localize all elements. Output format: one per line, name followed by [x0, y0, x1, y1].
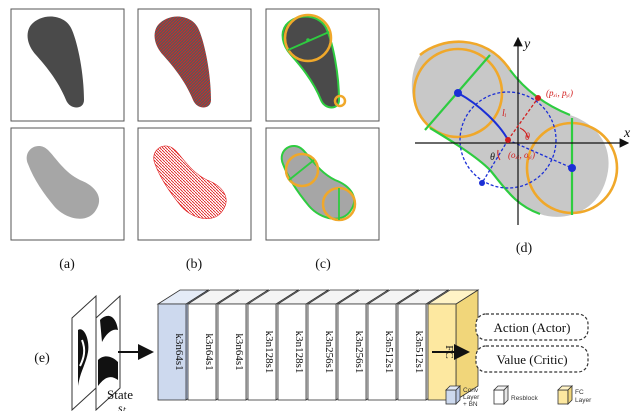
annotation-origin: (oₓᵢ, oᵧᵢ) [508, 150, 535, 160]
axis-x-label: x [623, 126, 631, 141]
block-8-label: k3n512s1 [413, 331, 425, 374]
kidney-shape-light [26, 145, 100, 219]
legend-fc: FC Layer [557, 385, 592, 405]
legend-conv: Conv Layer + BN [445, 385, 480, 408]
label-a: (a) [59, 257, 75, 272]
block-0-label: k3n64s1 [173, 333, 185, 370]
panel-a-top [10, 8, 125, 122]
legend-fc-line1: FC [575, 389, 584, 396]
block-7-label: k3n512s1 [383, 331, 395, 374]
label-e: (e) [34, 351, 50, 366]
output-critic-label: Value (Critic) [496, 352, 567, 367]
legend-conv-line1: Conv [463, 387, 479, 394]
output-actor-box: Action (Actor) [475, 313, 589, 341]
legend-resblock-label: Resblock [511, 395, 538, 402]
legend-resblock: Resblock [493, 385, 538, 405]
block-fc: FC [426, 289, 480, 401]
block-4-label: k3n128s1 [293, 331, 305, 374]
block-2-label: k3n64s1 [233, 333, 245, 370]
block-3-label: k3n128s1 [263, 331, 275, 374]
panel-b-bottom [137, 127, 252, 241]
legend-conv-line2: Layer [463, 394, 480, 401]
label-b: (b) [186, 257, 203, 272]
axis-y-label: y [522, 37, 531, 52]
block-5-label: k3n256s1 [323, 331, 335, 374]
output-critic-box: Value (Critic) [475, 345, 589, 373]
state-input-images [71, 294, 121, 411]
state-label: State [107, 387, 133, 402]
kidney-shape-hatched [153, 145, 227, 219]
annotation-p: (pₓᵢ, pᵧᵢ) [546, 88, 573, 98]
panel-b-top [137, 8, 252, 122]
label-c: (c) [315, 257, 331, 272]
state-symbol: sₜ [118, 401, 127, 411]
legend: Conv Layer + BN Resblock FC Layer [445, 385, 592, 408]
teardrop-shape-dark [27, 16, 84, 108]
network-blocks: k3n64s1 k3n64s1 k3n64s1 k3n128s1 k3n128s1 k3n… [156, 289, 480, 401]
panel-c-bottom [265, 127, 380, 241]
teardrop-shape-hatched [154, 16, 211, 108]
block-1-label: k3n64s1 [203, 333, 215, 370]
legend-conv-line3: + BN [463, 401, 478, 408]
legend-fc-line2: Layer [575, 397, 592, 404]
block-6-label: k3n256s1 [353, 331, 365, 374]
panel-d-diagram: x y (pₓᵢ, pᵧᵢ) lᵢ θ θ (oₓᵢ, oᵧᵢ) [411, 36, 631, 225]
panel-c-top [265, 8, 380, 122]
annotation-theta-2: θ [490, 152, 495, 163]
output-actor-label: Action (Actor) [494, 320, 571, 335]
panel-a-bottom [10, 127, 125, 241]
annotation-theta-1: θ [525, 132, 530, 143]
label-d: (d) [516, 241, 533, 256]
annotation-l: lᵢ [502, 108, 507, 119]
